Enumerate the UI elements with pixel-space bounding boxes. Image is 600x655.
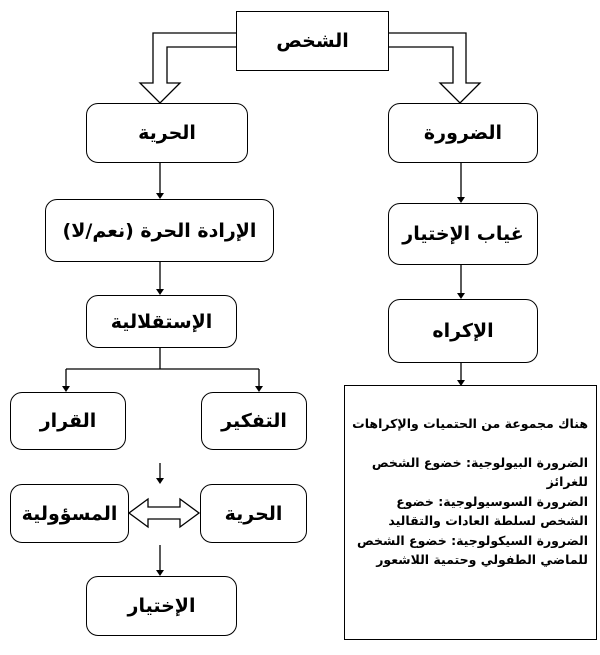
node-person: الشخص: [236, 11, 389, 71]
arrowhead: [156, 289, 164, 295]
notes-heading: هناك مجموعة من الحتميات والإكراهات: [352, 416, 588, 431]
notes-line-biological: الضرورة البيولوجية: خضوع الشخص للغرائز: [371, 454, 588, 490]
node-freedom-label: الحرية: [138, 122, 196, 144]
node-coercion-label: الإكراه: [432, 320, 494, 342]
node-decision-label: القرار: [39, 410, 97, 432]
node-freedom-2-label: الحرية: [224, 502, 283, 525]
node-person-label: الشخص: [276, 30, 349, 52]
node-free-will-label: الإرادة الحرة (نعم/لا): [62, 219, 257, 242]
node-free-will: الإرادة الحرة (نعم/لا): [45, 199, 274, 262]
notes-box: هناك مجموعة من الحتميات والإكراهات الضرو…: [344, 385, 597, 640]
node-necessity: الضرورة: [388, 103, 538, 163]
node-decision: القرار: [10, 392, 126, 450]
arrowhead: [255, 386, 263, 392]
arrowhead: [457, 380, 465, 386]
arrowhead: [457, 197, 465, 203]
hollow-arrow-to-necessity: [389, 32, 482, 104]
node-necessity-label: الضرورة: [423, 122, 503, 144]
node-freedom-2: الحرية: [200, 484, 307, 543]
node-responsibility-label: المسؤولية: [21, 502, 118, 525]
arrowhead: [156, 570, 164, 576]
node-independence: الإستقلالية: [86, 295, 237, 348]
node-choice-label: الإختيار: [127, 595, 196, 617]
node-thinking-label: التفكير: [221, 410, 287, 432]
hollow-arrow-to-freedom: [138, 32, 236, 104]
arrowhead: [156, 478, 164, 484]
node-freedom: الحرية: [86, 103, 248, 163]
node-absence-of-choice-label: غياب الإختيار: [402, 223, 524, 245]
arrowhead: [156, 193, 164, 199]
notes-line-sociological: الضرورة السوسيولوجية: خضوع الشخص لسلطة ا…: [388, 493, 588, 529]
node-absence-of-choice: غياب الإختيار: [388, 203, 538, 265]
node-coercion: الإكراه: [388, 299, 538, 363]
node-thinking: التفكير: [201, 392, 307, 450]
hollow-double-arrow: [127, 497, 201, 529]
node-independence-label: الإستقلالية: [110, 310, 213, 333]
node-choice: الإختيار: [86, 576, 237, 636]
notes-line-psychological: الضرورة السيكولوجية: خضوع الشخص للماضي ا…: [356, 532, 588, 568]
node-responsibility: المسؤولية: [10, 484, 129, 543]
arrowhead: [62, 386, 70, 392]
arrowhead: [457, 293, 465, 299]
